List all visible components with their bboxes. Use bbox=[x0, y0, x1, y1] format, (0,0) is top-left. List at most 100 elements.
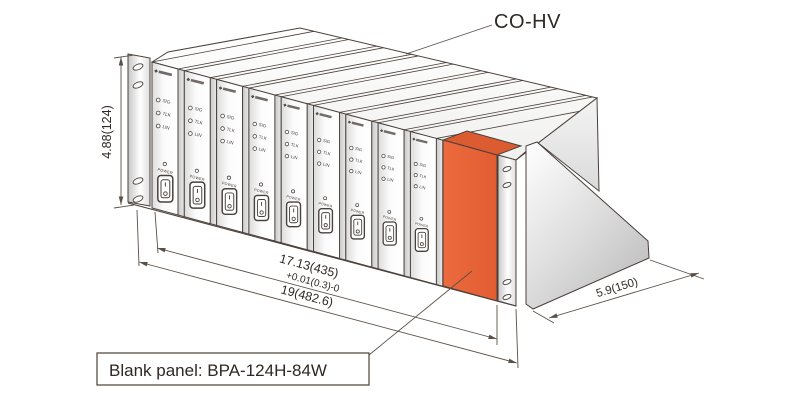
card-side bbox=[403, 129, 411, 279]
status-led-label: TLK bbox=[355, 157, 364, 164]
status-led bbox=[349, 169, 354, 174]
arrowhead bbox=[139, 261, 148, 267]
title-leader-line bbox=[405, 24, 493, 55]
power-switch bbox=[285, 201, 302, 228]
status-led bbox=[317, 161, 322, 166]
arrowhead bbox=[690, 273, 699, 278]
status-led-label: TLK bbox=[419, 173, 428, 180]
power-label: POWER bbox=[157, 167, 173, 176]
status-led bbox=[381, 165, 386, 170]
arrowhead bbox=[118, 196, 124, 205]
status-led-label: TLK bbox=[226, 126, 235, 133]
power-switch bbox=[253, 194, 270, 222]
switch-off-mark bbox=[195, 197, 200, 203]
power-switch bbox=[350, 214, 366, 240]
power-label: POWER bbox=[350, 208, 365, 215]
status-led-label: SIG bbox=[194, 106, 203, 113]
switch-off-mark bbox=[387, 235, 392, 240]
switch-off-mark bbox=[323, 223, 328, 228]
brand-label bbox=[347, 120, 364, 127]
status-led bbox=[252, 121, 257, 127]
status-led bbox=[155, 97, 161, 103]
power-label: POWER bbox=[221, 181, 237, 189]
right-flange-holes bbox=[502, 165, 512, 301]
status-led bbox=[317, 137, 322, 143]
brand-label bbox=[186, 77, 205, 85]
status-led bbox=[252, 146, 257, 151]
power-switch bbox=[382, 221, 397, 246]
card-side bbox=[242, 85, 250, 235]
status-led-label: LIN bbox=[290, 154, 298, 160]
status-led-label: LIN bbox=[419, 184, 426, 190]
card-side bbox=[274, 94, 282, 244]
status-led-label: SIG bbox=[355, 146, 363, 153]
card-front bbox=[409, 130, 437, 286]
dimension-arrowheads bbox=[118, 57, 699, 364]
status-led-label: TLK bbox=[162, 111, 172, 118]
card-side bbox=[177, 68, 185, 218]
status-led bbox=[284, 141, 290, 147]
status-led bbox=[381, 176, 386, 181]
status-led bbox=[220, 126, 225, 131]
power-led bbox=[162, 161, 167, 167]
status-led-label: SIG bbox=[258, 122, 267, 129]
arrowhead bbox=[118, 57, 124, 66]
blank-panel-front bbox=[442, 139, 498, 302]
status-led bbox=[252, 134, 257, 139]
status-led bbox=[220, 138, 225, 144]
power-label: POWER bbox=[382, 215, 397, 222]
status-led-label: LIN bbox=[226, 139, 234, 146]
dimension-overall-width bbox=[136, 209, 519, 369]
arrowhead bbox=[157, 247, 166, 253]
status-led-label: TLK bbox=[323, 150, 332, 157]
status-led-label: SIG bbox=[323, 138, 331, 145]
status-led bbox=[317, 149, 322, 154]
brand-label bbox=[218, 86, 237, 94]
status-led bbox=[155, 123, 161, 129]
brand-label bbox=[315, 112, 332, 119]
status-led bbox=[220, 113, 225, 119]
card-slot-guides bbox=[151, 30, 593, 139]
power-led bbox=[323, 196, 328, 201]
card-front bbox=[313, 104, 340, 260]
card-side bbox=[306, 103, 314, 252]
switch-off-mark bbox=[355, 229, 360, 234]
status-led bbox=[188, 131, 193, 136]
blank-panel bbox=[441, 130, 523, 302]
chassis-top-face bbox=[150, 27, 599, 161]
power-switch bbox=[318, 208, 334, 234]
power-switch bbox=[221, 188, 238, 216]
status-led bbox=[349, 157, 354, 162]
power-label: POWER bbox=[286, 195, 301, 202]
status-led bbox=[413, 184, 418, 189]
arrowhead bbox=[488, 334, 497, 340]
switch-off-mark bbox=[291, 216, 296, 221]
dimension-mounting-width bbox=[154, 211, 498, 345]
left-flange-holes bbox=[132, 63, 144, 203]
mounting-hole bbox=[132, 195, 144, 203]
mounting-hole bbox=[502, 293, 512, 301]
power-led bbox=[259, 182, 263, 187]
status-led-label: LIN bbox=[258, 147, 266, 153]
status-led-label: SIG bbox=[419, 162, 427, 168]
status-led bbox=[188, 118, 193, 124]
power-label: POWER bbox=[254, 188, 269, 196]
mounting-hole bbox=[132, 81, 144, 89]
power-switch bbox=[414, 227, 429, 252]
mounting-hole bbox=[502, 278, 512, 286]
dimension-height bbox=[113, 54, 135, 209]
status-led bbox=[413, 162, 418, 166]
switch-off-mark bbox=[163, 191, 168, 196]
power-led bbox=[226, 175, 231, 180]
power-switch bbox=[157, 174, 174, 203]
switch-off-mark bbox=[259, 210, 264, 215]
brand-label bbox=[283, 103, 300, 110]
status-led bbox=[284, 153, 290, 159]
